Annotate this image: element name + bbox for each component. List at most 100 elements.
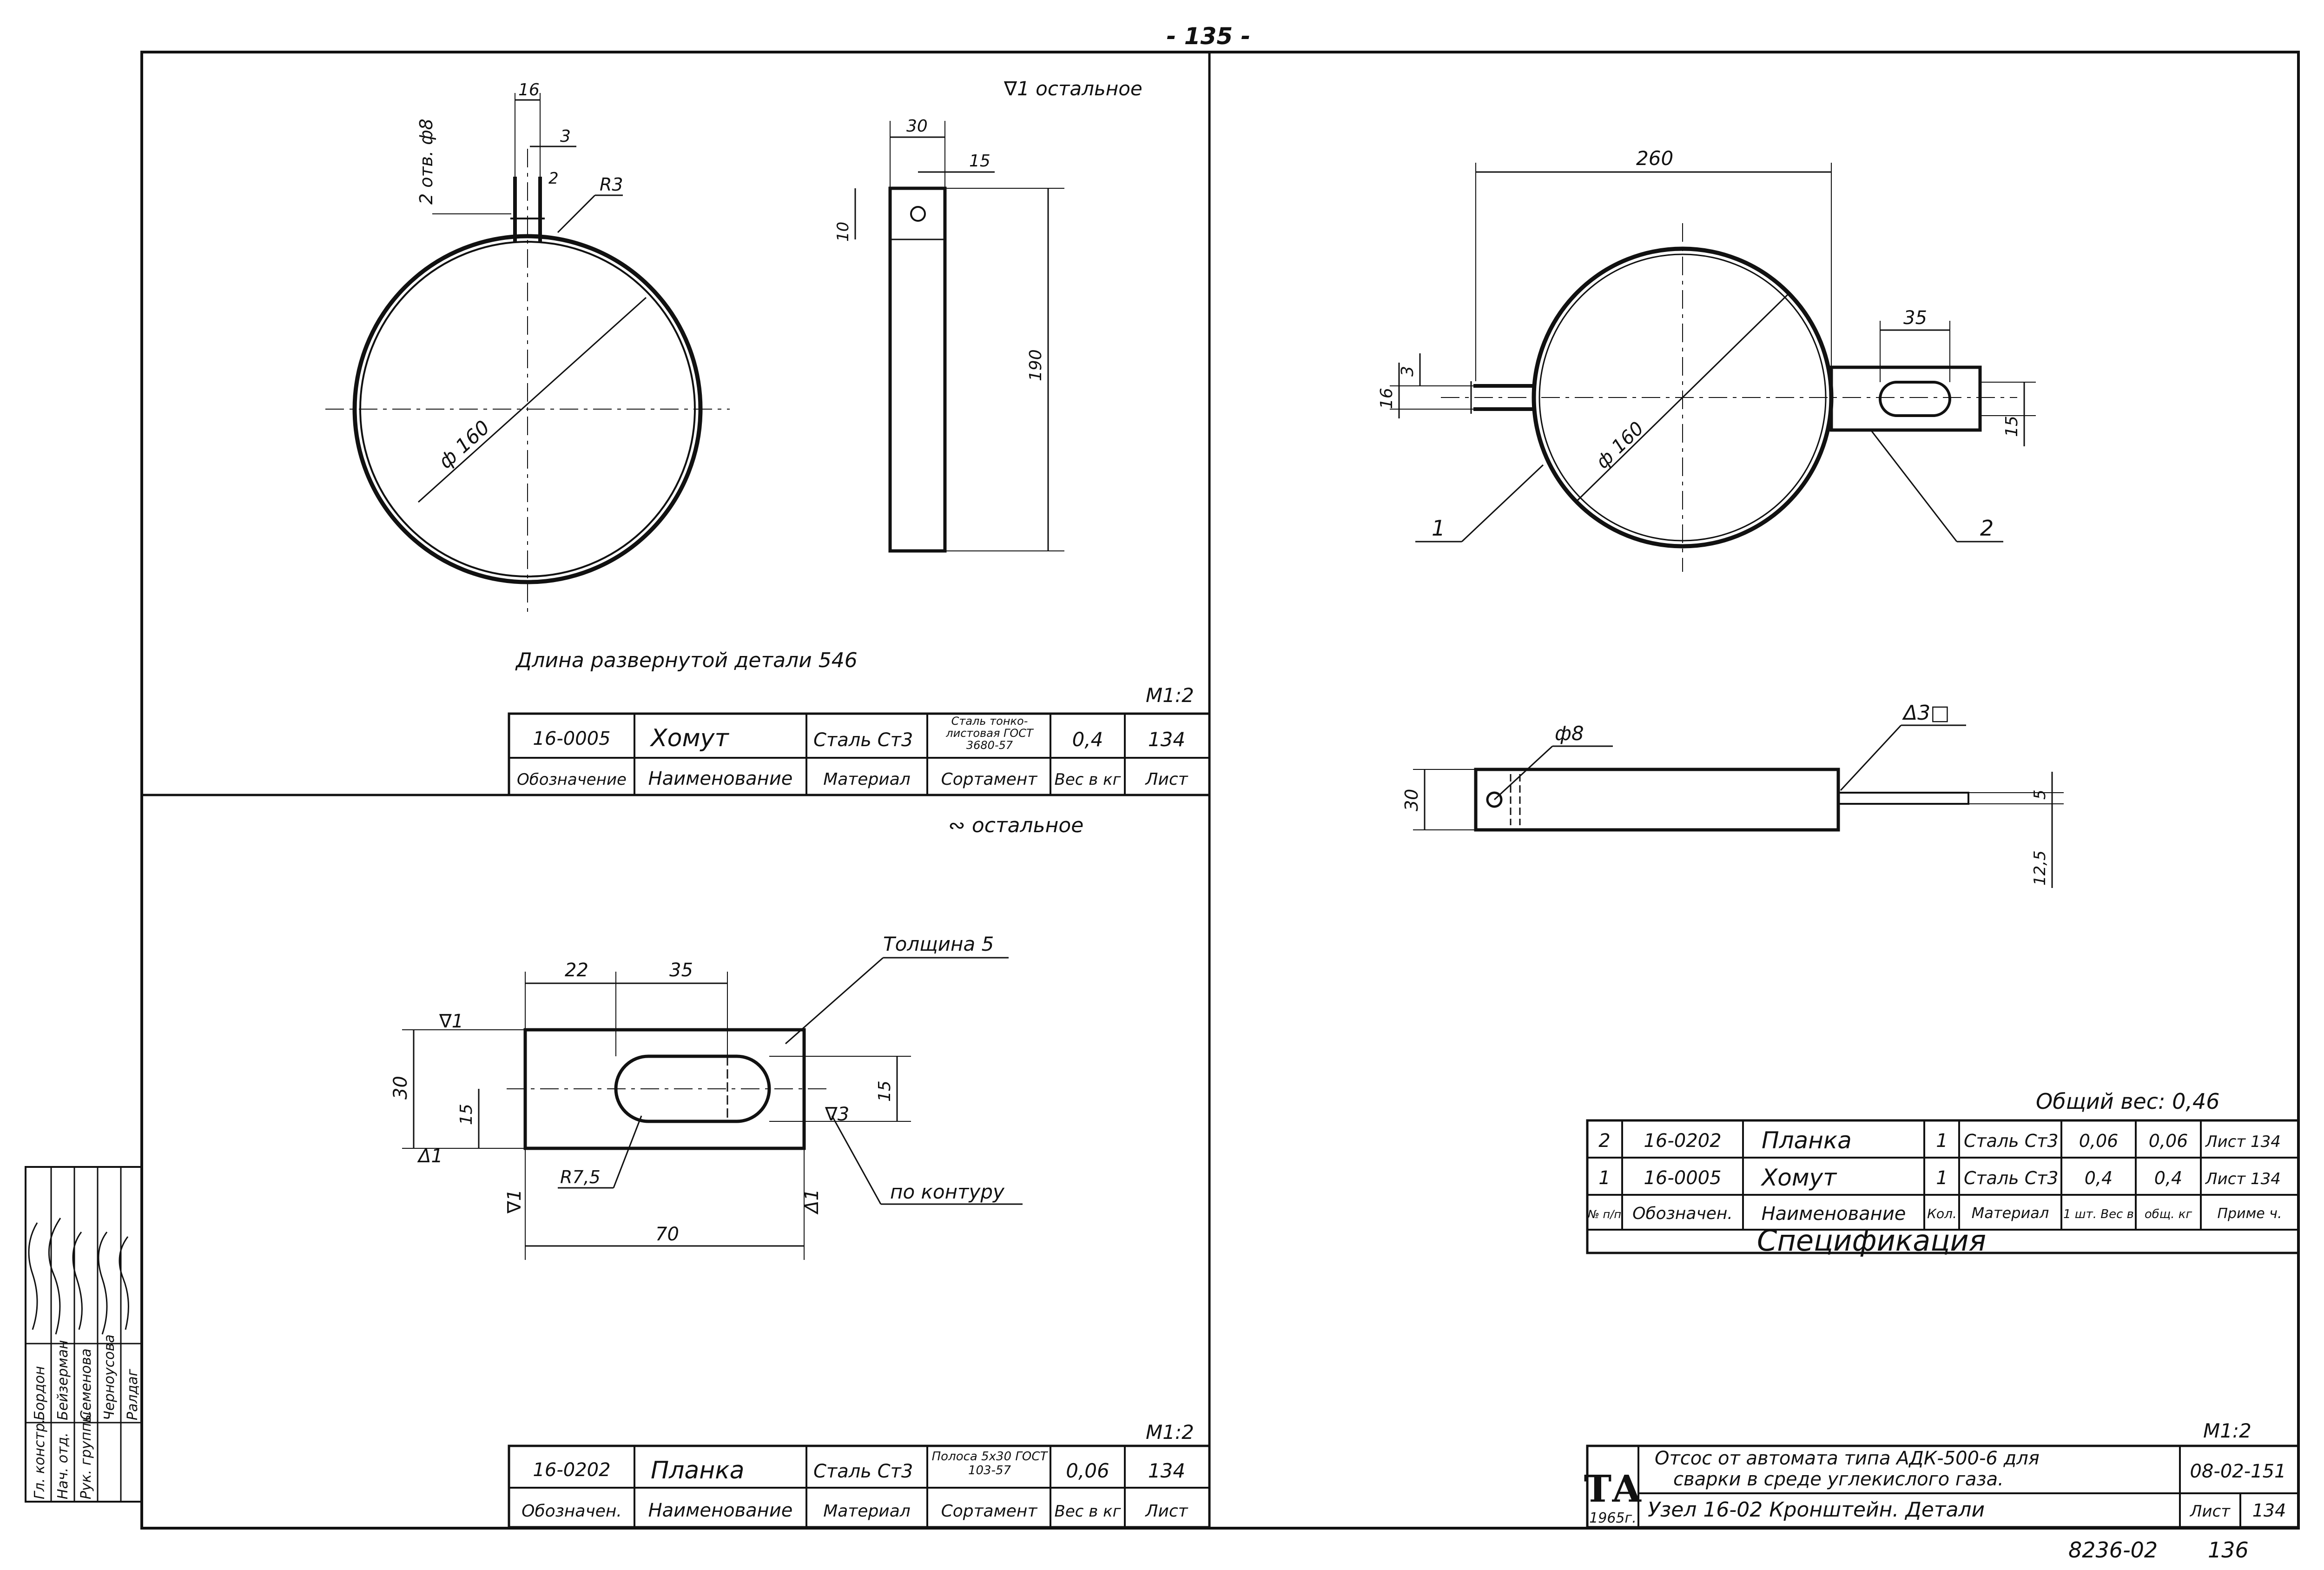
clamp-header-name: Наименование — [648, 768, 793, 789]
spec-row-1-weight-unit: 0,4 — [2085, 1168, 2113, 1188]
spec-row-2-weight-total: 0,06 — [2149, 1131, 2188, 1151]
assembly-dim-plate: 15 — [2002, 416, 2021, 437]
clamp-dim-height: 190 — [1026, 349, 1045, 381]
part-clamp-drawing: ∇1 остальное ф 160 16 3 2 2 отв. ф8 R3 3 — [325, 77, 1211, 796]
assembly-dim-slot: 16 — [1377, 388, 1396, 409]
clamp-roughness-note: ∇1 остальное — [1004, 77, 1142, 100]
spec-row-1-name: Хомут — [1760, 1164, 1837, 1191]
spec-row-2-note: Лист 134 — [2205, 1133, 2281, 1151]
plate-designation: 16-0202 — [533, 1459, 610, 1481]
main-title-line2: сварки в среде углекислого газа. — [1673, 1469, 2004, 1490]
clamp-header-sheet: Лист — [1144, 770, 1188, 789]
plate-dim-slot: 35 — [669, 960, 693, 981]
spec-header-designation: Обозначен. — [1632, 1204, 1733, 1223]
spec-header-weight-total: общ. кг — [2145, 1207, 2192, 1221]
spec-total-weight: Общий вес: 0,46 — [2036, 1089, 2220, 1114]
signature-scribbles — [28, 1218, 129, 1335]
plate-edge-mark-left: ∇1 — [504, 1189, 525, 1214]
clamp-radius-label: R3 — [600, 174, 623, 195]
plate-weight: 0,06 — [1066, 1459, 1109, 1482]
plate-roughness-note: ∾ остальное — [948, 814, 1083, 837]
plate-name: Планка — [651, 1457, 744, 1484]
signature-name-3: Семенова — [78, 1348, 94, 1420]
signature-name-5: Ралдаг — [125, 1369, 141, 1420]
plate-dim-length: 70 — [655, 1224, 679, 1245]
specification-table: Общий вес: 0,46 2 16-0202 Планка 1 Сталь… — [1586, 1089, 2300, 1258]
main-subtitle: Узел 16-02 Кронштейн. Детали — [1648, 1498, 1985, 1522]
plate-edge-mark-top: ∇1 — [439, 1011, 463, 1032]
clamp-dim-hole-edge: 10 — [834, 222, 852, 242]
plate-header-weight: Вес в кг — [1055, 1502, 1122, 1521]
clamp-sheet: 134 — [1148, 728, 1185, 751]
plate-dim-slot-inner: 15 — [457, 1104, 476, 1125]
plate-sheet: 134 — [1148, 1459, 1185, 1482]
clamp-header-material: Материал — [823, 770, 911, 789]
clamp-weight: 0,4 — [1072, 728, 1103, 751]
plate-header-material: Материал — [823, 1502, 911, 1521]
plate-thickness-note: Толщина 5 — [883, 933, 994, 955]
signature-role-1: Гл. констр. — [32, 1418, 48, 1499]
assembly-callout-1: 1 — [1432, 516, 1445, 541]
spec-row-2-qty: 1 — [1936, 1130, 1948, 1152]
spec-row-2-num: 2 — [1598, 1130, 1610, 1152]
plate-header-assortment: Сортамент — [941, 1502, 1038, 1521]
main-scale: М1:2 — [2203, 1419, 2251, 1442]
plate-contour-note: по контуру — [890, 1180, 1005, 1203]
spec-row-2-name: Планка — [1762, 1127, 1852, 1154]
spec-header-weight-unit: 1 шт. Вес в — [2063, 1207, 2134, 1221]
main-year: 1965г. — [1589, 1510, 1637, 1526]
plate-header-designation: Обозначен. — [522, 1502, 622, 1521]
spec-header-material: Материал — [1972, 1204, 2049, 1222]
clamp-unfolded-length: Длина развернутой детали 546 — [515, 649, 858, 672]
plate-assortment: Полоса 5х30 ГОСТ 103-57 — [931, 1450, 1048, 1477]
spec-row-1-num: 1 — [1598, 1167, 1610, 1189]
spec-title: Спецификация — [1757, 1224, 1986, 1258]
main-title-block: М1:2 ТА 1965г. Отсос от автомата типа АД… — [1584, 1419, 2300, 1529]
clamp-dim-width: 30 — [906, 117, 928, 136]
clamp-dim-slot-width: 16 — [518, 80, 540, 99]
assembly-dim-side-offset: 12,5 — [2031, 850, 2049, 886]
spec-row-1-designation: 16-0005 — [1644, 1167, 1721, 1189]
spec-header-name: Наименование — [1762, 1203, 1906, 1225]
clamp-title-table: 16-0005 Хомут Сталь Ст3 Сталь тонко- лис… — [508, 712, 1211, 796]
signature-name-4: Черноусова — [101, 1334, 118, 1420]
footer-page-number: 136 — [2208, 1537, 2249, 1563]
clamp-dim-gap: 3 — [560, 127, 571, 146]
plate-dim-height: 30 — [390, 1076, 411, 1100]
clamp-material: Сталь Ст3 — [813, 729, 913, 751]
assembly-dim-side-height: 30 — [1401, 789, 1422, 811]
assembly-dim-tab-width: 35 — [1903, 307, 1927, 329]
clamp-name: Хомут — [649, 724, 729, 752]
assembly-dim-width: 260 — [1636, 147, 1673, 170]
spec-header-qty: Кол. — [1927, 1206, 1957, 1221]
signature-role-3: Рук. группы — [78, 1411, 94, 1499]
spec-row-1-qty: 1 — [1936, 1167, 1948, 1189]
assembly-dim-gap: 3 — [1398, 366, 1417, 377]
plate-title-table: 16-0202 Планка Сталь Ст3 Полоса 5х30 ГОС… — [508, 1444, 1211, 1529]
clamp-header-designation: Обозначение — [517, 770, 627, 789]
clamp-header-weight: Вес в кг — [1055, 770, 1122, 789]
clamp-hole-note: 2 отв. ф8 — [416, 119, 436, 205]
signature-name-1: Бордон — [32, 1366, 48, 1420]
plate-edge-mark-bottom: Δ1 — [417, 1146, 443, 1167]
spec-header-note: Приме ч. — [2218, 1206, 2282, 1222]
plate-edge-mark-right: Δ1 — [801, 1189, 823, 1215]
part-plate-drawing: ∾ остальное Толщина 5 22 35 30 15 15 70 — [390, 814, 1211, 1529]
signature-role-2: Нач. отд. — [55, 1432, 71, 1499]
clamp-side-view — [888, 186, 947, 553]
clamp-assortment: Сталь тонко- листовая ГОСТ 3680-57 — [946, 715, 1033, 752]
clamp-designation: 16-0005 — [533, 728, 610, 749]
plate-dim-left: 22 — [565, 960, 588, 981]
clamp-dim-tab: 2 — [548, 169, 559, 188]
plate-dim-slot-right: 15 — [875, 1080, 894, 1102]
assembly-weld-mark: Δ3□ — [1902, 701, 1950, 725]
assembly-hole-label: ф8 — [1555, 722, 1584, 745]
plate-header-name: Наименование — [648, 1500, 793, 1521]
assembly-callout-2: 2 — [1980, 516, 1994, 541]
plate-header-sheet: Лист — [1144, 1502, 1188, 1521]
clamp-dim-hole-offset: 15 — [969, 152, 990, 171]
main-title-line1: Отсос от автомата типа АДК-500-6 для — [1655, 1448, 2040, 1469]
main-sheet-label: Лист — [2189, 1502, 2231, 1521]
clamp-header-assortment: Сортамент — [941, 770, 1038, 789]
